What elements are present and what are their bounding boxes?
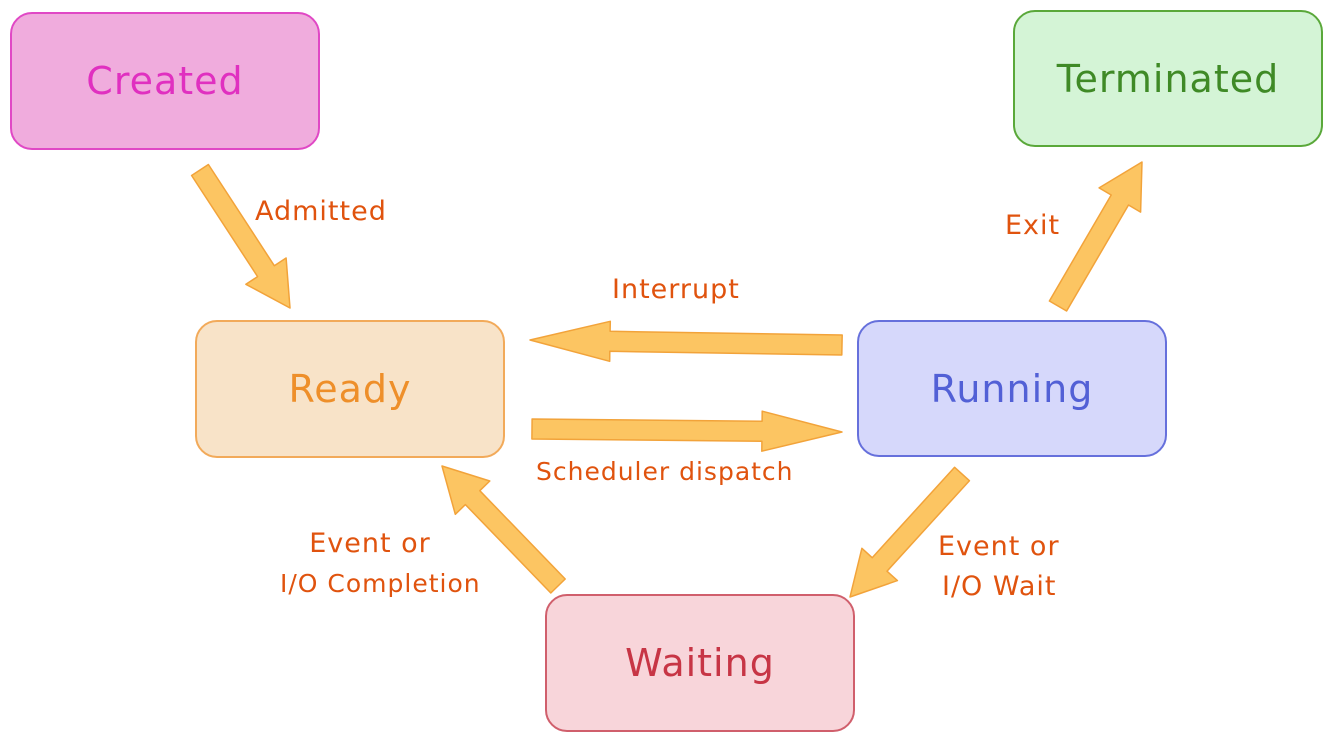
state-running-label: Running	[930, 366, 1094, 411]
state-ready: Ready	[195, 320, 505, 458]
label-admitted: Admitted	[255, 196, 387, 227]
label-exit: Exit	[1005, 210, 1061, 241]
label-event-or-completion: Event or	[309, 528, 431, 559]
state-terminated-label: Terminated	[1056, 56, 1280, 101]
arrow-ready-to-running-dispatch	[531, 410, 843, 452]
label-scheduler-dispatch: Scheduler dispatch	[536, 457, 794, 486]
label-io-wait: I/O Wait	[942, 571, 1057, 602]
label-io-completion: I/O Completion	[280, 569, 481, 598]
state-created: Created	[10, 12, 320, 150]
arrow-created-to-ready	[190, 163, 291, 309]
arrow-running-to-waiting	[849, 466, 971, 598]
state-waiting-label: Waiting	[625, 641, 775, 685]
state-running: Running	[857, 320, 1167, 457]
state-terminated: Terminated	[1013, 10, 1323, 147]
arrow-running-to-terminated	[1048, 161, 1143, 312]
label-event-or-wait: Event or	[938, 531, 1060, 562]
state-waiting: Waiting	[545, 594, 855, 732]
state-created-label: Created	[86, 59, 244, 103]
label-interrupt: Interrupt	[612, 274, 740, 305]
arrow-running-to-ready-interrupt	[529, 320, 843, 363]
state-ready-label: Ready	[288, 367, 412, 411]
arrow-waiting-to-ready	[441, 465, 566, 594]
